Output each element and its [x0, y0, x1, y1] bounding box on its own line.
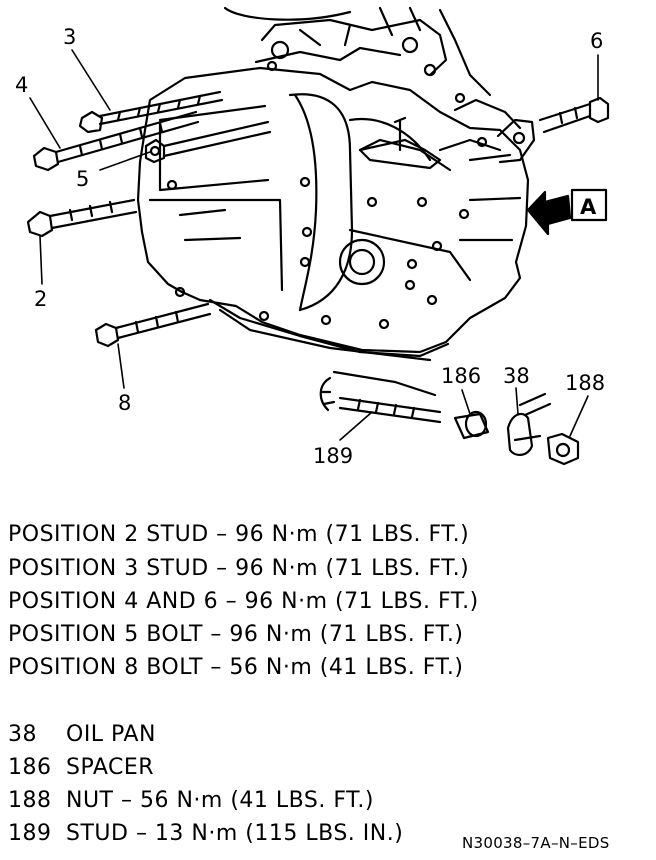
callout-188: 188	[565, 371, 605, 395]
spec-position-5: POSITION 5 BOLT – 96 N·m (71 LBS. FT.)	[8, 622, 464, 647]
legend-item-188: 188 NUT – 56 N·m (41 LBS. FT.)	[8, 788, 374, 814]
bolt-5	[144, 120, 272, 164]
oil-pan-detail	[319, 370, 580, 466]
bolt-3	[78, 90, 224, 134]
transaxle-mounting-diagram: 3 4 5 6 2 8 186 38 188 189 A	[15, 6, 610, 468]
callout-189: 189	[313, 444, 353, 468]
legend-item-38: 38 OIL PAN	[8, 722, 156, 748]
legend-item-189: 189 STUD – 13 N·m (115 LBS. IN.)	[8, 821, 403, 847]
engine-assembly	[223, 6, 492, 97]
legend-number: 189	[8, 821, 52, 846]
callout-3: 3	[63, 25, 76, 49]
bolt-8	[94, 302, 212, 348]
spec-position-4-and-6: POSITION 4 AND 6 – 96 N·m (71 LBS. FT.)	[8, 589, 479, 614]
view-a-arrow	[526, 188, 608, 236]
callout-186: 186	[441, 364, 481, 388]
callout-8: 8	[118, 391, 131, 415]
legend-item-186: 186 SPACER	[8, 755, 154, 781]
callout-6: 6	[590, 29, 603, 53]
spec-position-2: POSITION 2 STUD – 96 N·m (71 LBS. FT.)	[8, 522, 470, 547]
legend-number: 188	[8, 788, 52, 813]
spec-position-3: POSITION 3 STUD – 96 N·m (71 LBS. FT.)	[8, 556, 470, 581]
legend-text: STUD – 13 N·m (115 LBS. IN.)	[66, 821, 404, 846]
callout-5: 5	[76, 167, 89, 191]
transaxle-case	[136, 60, 536, 362]
bolt-6	[538, 96, 610, 134]
stud-2	[26, 198, 138, 238]
spec-position-8: POSITION 8 BOLT – 56 N·m (41 LBS. FT.)	[8, 655, 464, 680]
view-a-label: A	[580, 195, 597, 219]
figure-code: N30038–7A–N–EDS	[462, 834, 610, 852]
leader-lines	[29, 49, 599, 441]
callout-38: 38	[503, 364, 530, 388]
legend-number: 38	[8, 722, 37, 747]
legend-text: SPACER	[66, 755, 155, 780]
legend-text: NUT – 56 N·m (41 LBS. FT.)	[66, 788, 375, 813]
callout-2: 2	[34, 287, 47, 311]
bolt-4	[32, 110, 200, 172]
legend-number: 186	[8, 755, 52, 780]
legend-text: OIL PAN	[66, 722, 156, 747]
callout-4: 4	[15, 73, 28, 97]
